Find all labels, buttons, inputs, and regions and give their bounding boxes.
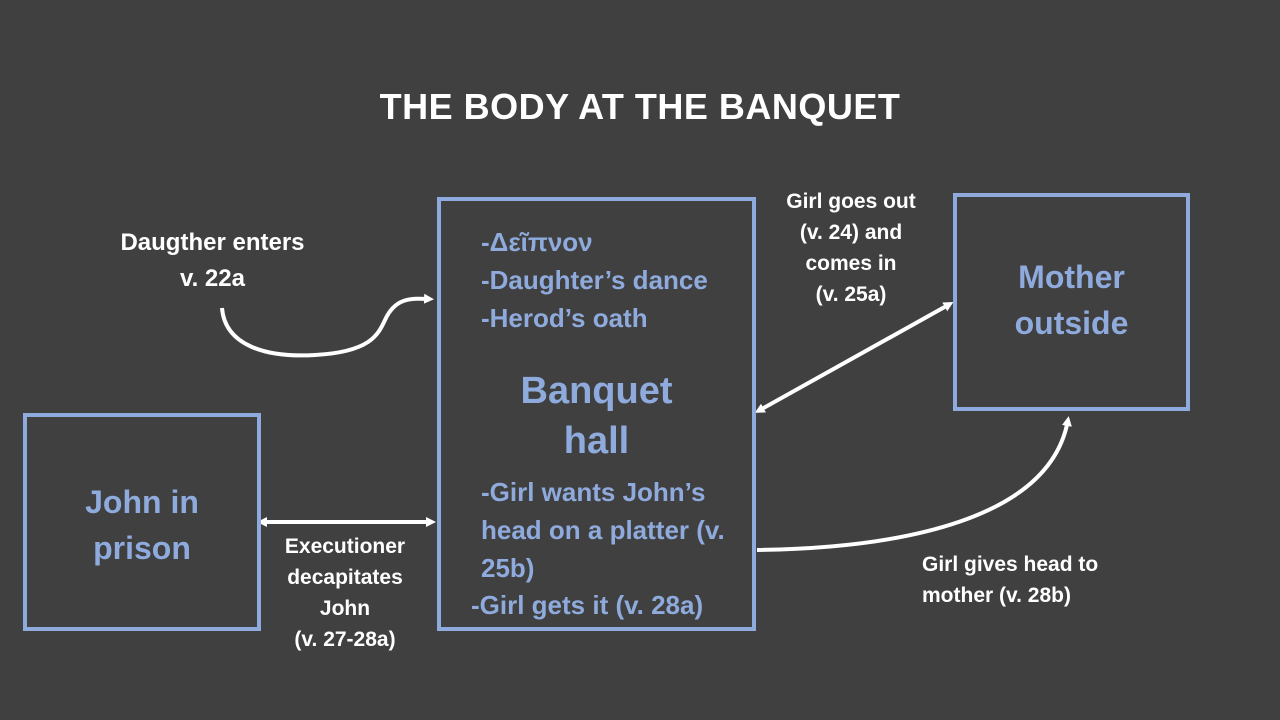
slide-title: THE BODY AT THE BANQUET — [379, 86, 901, 127]
banquet-hall-box: -Δεῖπνον -Daughter’s dance -Herod’s oath… — [437, 197, 756, 631]
note-girl-goes-out: Girl goes out (v. 24) and comes in (v. 2… — [766, 186, 936, 310]
daughter-enters-arrow — [220, 293, 434, 358]
mother-label-line-2: outside — [1014, 305, 1129, 341]
prison-label: John in prison — [27, 479, 257, 571]
note-executioner-line-1: Executioner — [284, 535, 406, 558]
hall-mother-arrow — [754, 302, 954, 413]
note-gives-head-line-1: Girl gives head to — [922, 553, 1099, 576]
mother-label-line-1: Mother — [1018, 259, 1125, 295]
hall-bottom-line-1: -Girl wants John’s — [481, 477, 706, 507]
note-executioner-line-2: decapitates — [287, 566, 403, 589]
note-executioner-line-3: John — [319, 597, 371, 620]
prison-box: John in prison — [23, 413, 261, 631]
note-executioner: Executioner decapitates John (v. 27-28a) — [265, 531, 425, 655]
note-gives-head-line-2: mother (v. 28b) — [922, 584, 1071, 607]
hall-bottom-line-3: 25b) — [481, 553, 535, 583]
hall-title-line-1: Banquet — [520, 370, 673, 412]
note-executioner-line-4: (v. 27-28a) — [294, 628, 396, 651]
hall-title-line-2: hall — [563, 420, 630, 462]
note-daughter-enters: Daugther enters v. 22a — [95, 225, 330, 297]
hall-top-list: -Δεῖπνον -Daughter’s dance -Herod’s oath — [481, 223, 708, 337]
hall-title: Banquet hall — [441, 366, 752, 466]
prison-label-line-1: John in — [85, 484, 199, 520]
hall-bottom-list: -Girl wants John’s head on a platter (v.… — [481, 473, 725, 587]
mother-label: Mother outside — [957, 254, 1186, 346]
note-daughter-enters-line-2: v. 22a — [180, 265, 245, 292]
hall-item-deipnon: -Δεῖπνον — [481, 227, 593, 257]
mother-box: Mother outside — [953, 193, 1190, 411]
hall-item-oath: -Herod’s oath — [481, 303, 648, 333]
note-gives-head: Girl gives head to mother (v. 28b) — [922, 549, 1098, 611]
hall-bottom-line-2: head on a platter (v. — [481, 515, 725, 545]
note-goes-out-line-3: comes in — [805, 252, 897, 275]
hall-item-dance: -Daughter’s dance — [481, 265, 708, 295]
note-goes-out-line-2: (v. 24) and — [799, 221, 903, 244]
note-goes-out-line-4: (v. 25a) — [815, 283, 887, 306]
prison-label-line-2: prison — [93, 530, 191, 566]
note-daughter-enters-line-1: Daugther enters — [120, 229, 305, 256]
note-goes-out-line-1: Girl goes out — [786, 190, 916, 213]
gives-head-arrow — [756, 416, 1072, 552]
hall-last-item: -Girl gets it (v. 28a) — [471, 590, 704, 620]
